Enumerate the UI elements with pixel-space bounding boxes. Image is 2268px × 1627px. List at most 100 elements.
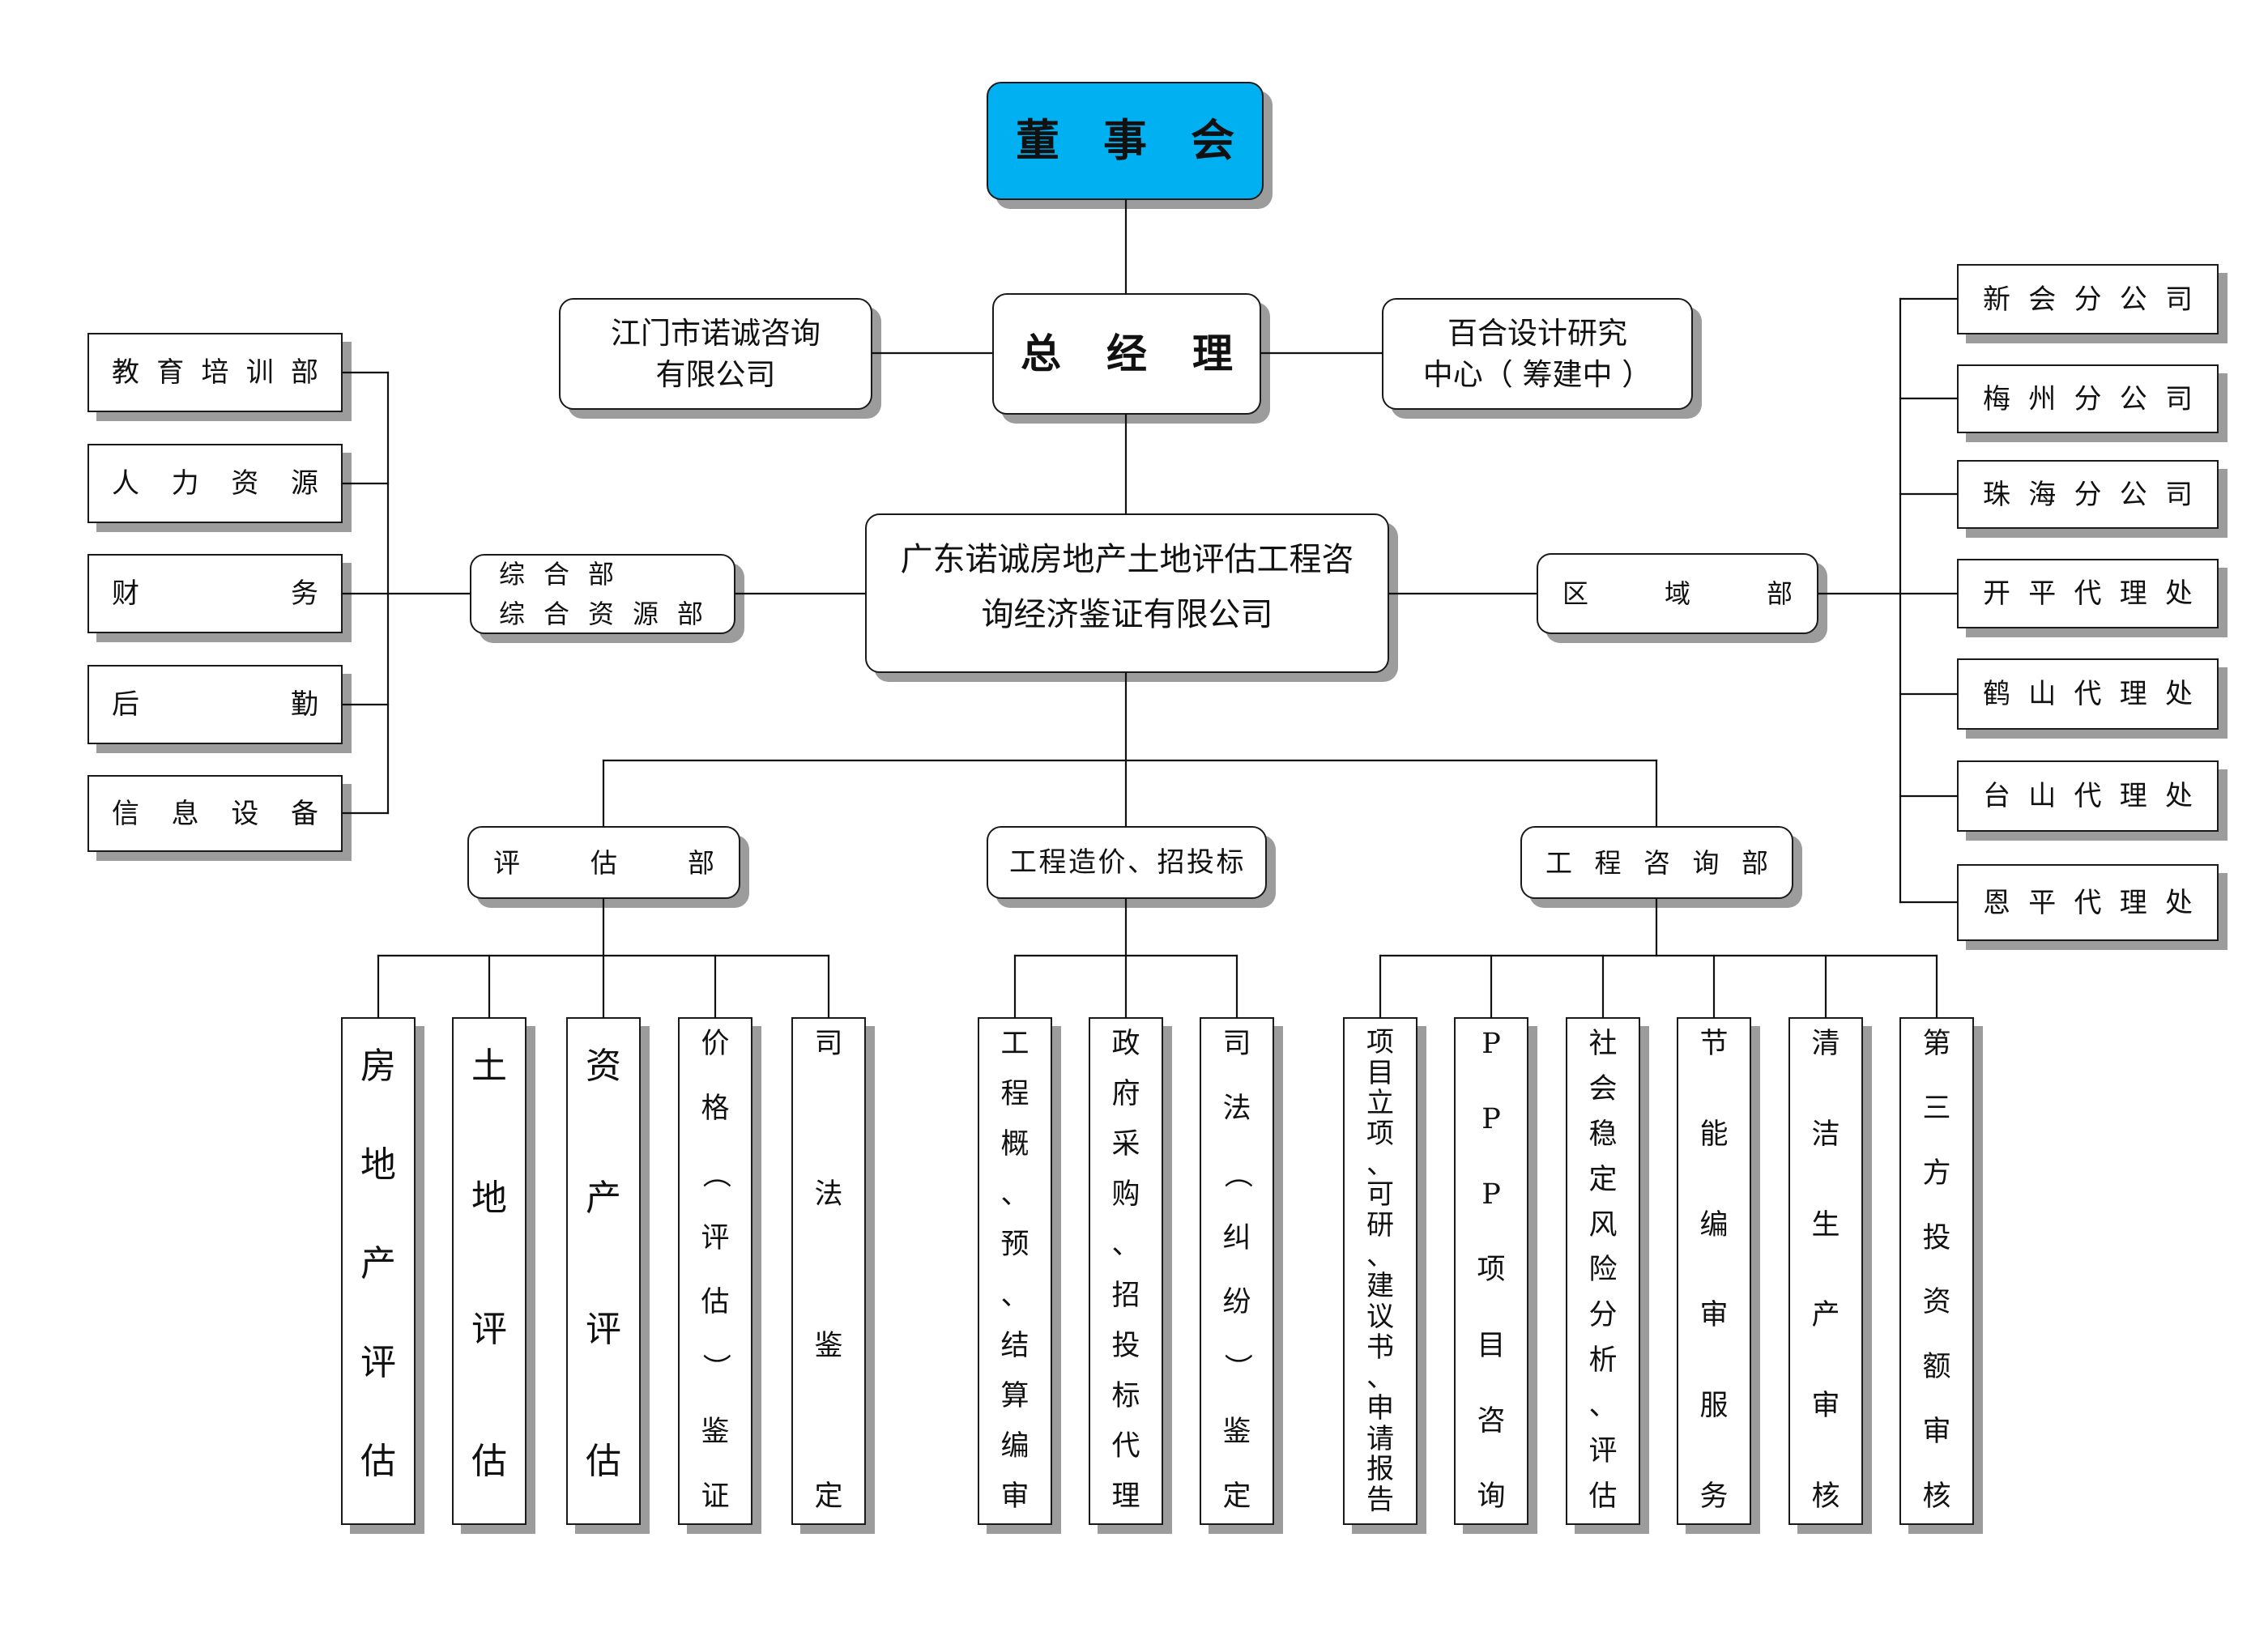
label-char: 项	[1366, 1117, 1394, 1150]
affiliate-baihe-line2: 中心（ 筹建中 ）	[1422, 357, 1652, 392]
label-char: 询	[1477, 1480, 1506, 1513]
label-char: 培	[201, 356, 229, 389]
company-name-line2: 询经济鉴证有限公司	[981, 595, 1273, 633]
label-char: 、	[1366, 1239, 1394, 1272]
admin-dept-sublabel: 综合资源部	[499, 598, 723, 629]
label-char: 议	[1366, 1300, 1394, 1333]
label-char: 分	[2074, 382, 2102, 415]
branch-box: 珠海分公司	[1957, 460, 2219, 529]
label-char: 新	[1983, 283, 2010, 316]
service-box: 资产评估	[566, 1017, 641, 1525]
label-char: 纷	[1222, 1286, 1251, 1319]
label-char: 评	[493, 846, 520, 879]
label-char: 山	[2028, 678, 2057, 710]
label-char: 书	[1366, 1331, 1394, 1364]
admin-unit-label: 信息设备	[89, 777, 341, 850]
label-char: 审	[1922, 1416, 1951, 1449]
service-label: 房地产评估	[343, 1019, 414, 1523]
label-char: 珠	[1983, 478, 2010, 511]
label-char: 经	[1106, 330, 1147, 377]
branch-box: 新会分公司	[1957, 264, 2219, 334]
label-char: 预	[1000, 1229, 1030, 1262]
admin-unit-label: 人力资源	[89, 445, 341, 522]
label-char: 结	[1000, 1329, 1030, 1362]
dept-box-cost-bidding: 工程造价、招投标	[987, 826, 1267, 899]
label-char: 告	[1366, 1483, 1394, 1516]
affiliate-baihe-text: 百合设计研究 中心（ 筹建中 ）	[1383, 300, 1691, 408]
admin-unit-box: 人力资源	[87, 444, 343, 523]
label-char: 估	[471, 1440, 507, 1482]
label-char: 请	[1366, 1422, 1394, 1455]
label-char: 分	[2074, 478, 2102, 511]
service-box: 司法（纠纷）鉴定	[1200, 1017, 1274, 1525]
label-char: 梅	[1983, 382, 2010, 415]
label-char: 标	[1111, 1379, 1140, 1412]
label-char: 生	[1811, 1208, 1840, 1242]
label-char: P	[1481, 1028, 1501, 1060]
label-char: 司	[2165, 283, 2193, 316]
label-char: 代	[2074, 886, 2102, 919]
admin-unit-label: 财务	[89, 556, 341, 632]
label-char: 定	[1588, 1163, 1618, 1196]
company-name: 广东诺诚房地产土地评估工程咨 询经济鉴证有限公司	[867, 515, 1388, 671]
label-char: 域	[1664, 578, 1690, 609]
branch-box: 鹤山代理处	[1957, 658, 2219, 730]
label-char: 代	[2074, 577, 2102, 610]
label-char: 鉴	[1222, 1416, 1251, 1449]
label-char: 立	[1366, 1087, 1394, 1120]
dept-label-wrap: 工程造价、招投标	[988, 828, 1265, 897]
label-char: 格	[701, 1092, 730, 1125]
label-char: 审	[1811, 1390, 1840, 1423]
label-char: P	[1481, 1178, 1501, 1212]
label-char: 司	[2165, 382, 2193, 415]
label-char: 采	[1111, 1128, 1140, 1161]
service-label: 司法鉴定	[793, 1019, 864, 1523]
affiliate-jiangmen-line1: 江门市诺诚咨询	[611, 316, 821, 351]
label-char: 代	[2074, 780, 2102, 812]
label-char: 、	[1366, 1361, 1394, 1395]
label-char: 财	[112, 577, 139, 610]
service-box: 价格（评估）鉴证	[678, 1017, 752, 1525]
label-char: 法	[814, 1178, 843, 1212]
label-char: 事	[1103, 115, 1147, 166]
label-char: 审	[1699, 1299, 1729, 1332]
regional-dept-label: 区域部	[1538, 555, 1817, 632]
label-char: 理	[2119, 678, 2147, 710]
label-char: 公	[2119, 382, 2147, 415]
company-box: 广东诺诚房地产土地评估工程咨 询经济鉴证有限公司	[865, 513, 1389, 673]
branch-label: 恩平代理处	[1959, 866, 2217, 939]
service-label: 资产评估	[568, 1019, 639, 1523]
branch-label: 台山代理处	[1959, 762, 2217, 830]
label-char: 评	[586, 1309, 621, 1351]
label-char: 处	[2165, 780, 2193, 812]
service-label: 项目立项、可研、建议书、申请报告	[1345, 1019, 1416, 1523]
service-box: 清洁生产审核	[1788, 1017, 1863, 1525]
label-char: 鉴	[701, 1416, 730, 1449]
company-name-line1: 广东诺诚房地产土地评估工程咨	[900, 540, 1354, 578]
label-char: 清	[1811, 1028, 1840, 1060]
label-char: 额	[1922, 1351, 1951, 1384]
label-char: 、	[1111, 1229, 1140, 1262]
label-char: 处	[2165, 678, 2193, 710]
label-char: 部	[1766, 578, 1793, 609]
label-char: 务	[1699, 1480, 1729, 1513]
label-char: 地	[471, 1177, 507, 1219]
branch-label: 开平代理处	[1959, 560, 2217, 627]
service-label: 政府采购、招投标代理	[1090, 1019, 1162, 1523]
label-char: 海	[2028, 478, 2057, 511]
service-box: 节能编审服务	[1677, 1017, 1751, 1525]
label-char: 项	[1366, 1026, 1394, 1058]
label-char: 估	[360, 1441, 396, 1482]
label-char: 产	[1811, 1299, 1840, 1332]
label-char: 申	[1366, 1391, 1394, 1425]
label-char: 会	[2028, 283, 2057, 316]
label-char: 产	[586, 1177, 621, 1219]
label-char: 鉴	[814, 1329, 843, 1362]
label-char: 服	[1699, 1390, 1729, 1423]
admin-unit-label: 教育培训部	[89, 334, 341, 411]
label-char: 定	[814, 1480, 843, 1513]
label-char: 鹤	[1983, 678, 2010, 710]
label-char: 恩	[1983, 886, 2010, 919]
admin-dept-label: 综合部	[499, 558, 633, 590]
